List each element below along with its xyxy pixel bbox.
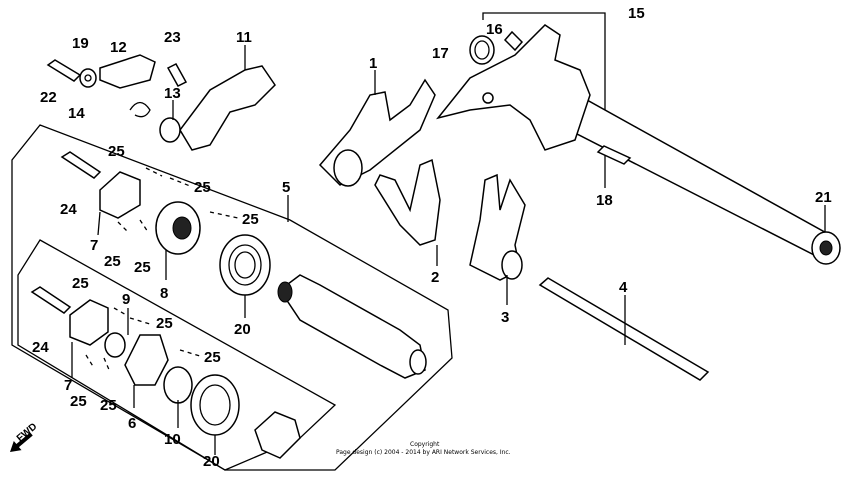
fwd-label: FWD	[15, 421, 40, 444]
shift-fork-3	[469, 173, 526, 281]
pin-25-b	[169, 177, 191, 187]
callout-25-g: 25	[156, 315, 173, 332]
callout-20-lower: 20	[203, 453, 220, 470]
callout-3: 3	[501, 309, 509, 326]
spring-17	[469, 35, 495, 65]
pin-25-j	[179, 349, 201, 357]
pin-25-a	[145, 167, 163, 177]
callout-19: 19	[72, 35, 89, 52]
callout-21: 21	[815, 189, 832, 206]
shift-fork-1	[318, 78, 436, 187]
callout-25-e: 25	[242, 211, 259, 228]
bracket-15	[482, 12, 606, 110]
callout-25-c: 25	[104, 253, 121, 270]
callout-25-b: 25	[194, 179, 211, 196]
callout-9: 9	[122, 291, 130, 308]
callout-5: 5	[282, 179, 290, 196]
pin-25-i	[103, 357, 111, 373]
callout-12: 12	[110, 39, 127, 56]
callout-8: 8	[160, 285, 168, 302]
plate-7-lower	[69, 299, 109, 346]
bearing-20-lower	[190, 374, 240, 436]
callout-18: 18	[596, 192, 613, 209]
callout-25-j: 25	[204, 349, 221, 366]
collar-13	[159, 117, 181, 143]
bolt-24-lower	[30, 286, 72, 314]
shift-fork-2	[374, 158, 441, 246]
pin-25-f	[113, 307, 129, 317]
shift-drum	[277, 274, 427, 379]
pin-25-g	[129, 317, 151, 325]
callout-25-i: 25	[100, 397, 117, 414]
callout-11: 11	[236, 29, 252, 46]
copyright-line1: Copyright	[410, 441, 440, 448]
pin-23	[166, 63, 188, 87]
callout-25-d: 25	[134, 259, 151, 276]
callout-25-f: 25	[72, 275, 89, 292]
fork-guide-rod	[538, 277, 710, 381]
bearing-8	[155, 201, 201, 255]
callout-15: 15	[628, 5, 645, 22]
callout-25-h: 25	[70, 393, 87, 410]
bolt-22	[46, 59, 82, 82]
pin-25-c	[117, 221, 129, 233]
copyright-line2: Page design (c) 2004 - 2014 by ARI Netwo…	[336, 449, 511, 456]
assembly-frame-outer	[11, 124, 453, 471]
callout-13: 13	[164, 85, 181, 102]
pin-16	[503, 30, 524, 52]
callout-23: 23	[164, 29, 181, 46]
assembly-frame-inner	[17, 239, 337, 471]
callout-22: 22	[40, 89, 57, 106]
pin-25-d	[139, 219, 149, 233]
drum-stub	[254, 411, 301, 459]
plate-7-upper	[99, 171, 141, 219]
callout-6: 6	[128, 415, 136, 432]
callout-2: 2	[431, 269, 439, 286]
callout-4: 4	[619, 279, 628, 296]
callout-7-upper: 7	[90, 237, 98, 254]
pin-25-h	[85, 354, 95, 369]
callout-17: 17	[432, 45, 449, 62]
bolt-24-upper	[60, 151, 102, 179]
spring-14	[129, 101, 151, 118]
callout-7-lower: 7	[64, 377, 72, 394]
collar-9	[104, 332, 126, 358]
shift-arm-11	[179, 65, 276, 151]
callout-20-upper: 20	[234, 321, 251, 338]
cam-plate-6	[124, 334, 169, 386]
fwd-arrow-icon	[10, 432, 33, 452]
callout-1: 1	[369, 55, 377, 72]
bearing-20-upper	[219, 234, 271, 296]
stopper-plate-15	[436, 24, 591, 151]
dowel-pin-18	[596, 145, 632, 165]
ring-10	[163, 366, 193, 404]
callout-24-lower: 24	[32, 339, 49, 356]
pin-25-e	[209, 211, 239, 219]
callout-14: 14	[68, 105, 85, 122]
callout-24-upper: 24	[60, 201, 77, 218]
callout-25-a: 25	[108, 143, 125, 160]
leader-lines	[71, 45, 826, 455]
washer-19	[79, 68, 97, 88]
stopper-arm-12	[99, 54, 156, 89]
callout-10: 10	[164, 431, 181, 448]
callout-16: 16	[486, 21, 503, 38]
